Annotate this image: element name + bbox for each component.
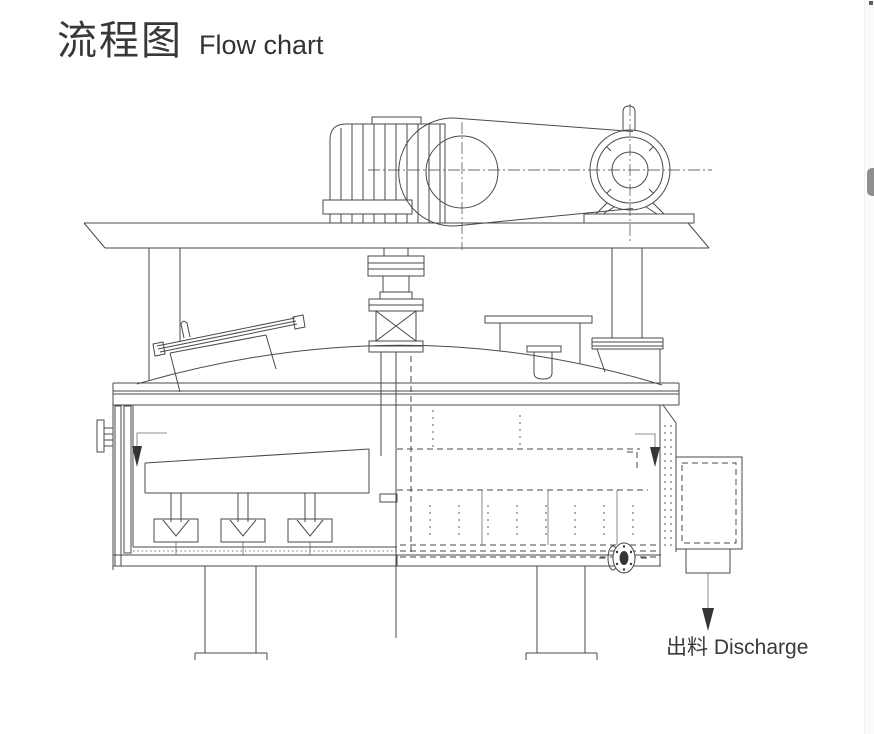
discharge-label: 出料 Discharge [666, 636, 809, 659]
scrollbar-thumb[interactable] [867, 168, 874, 196]
discharge-arrow [702, 608, 714, 631]
vessel-dome [136, 344, 663, 386]
discharge-chute [662, 404, 743, 631]
vessel-shell [112, 405, 672, 570]
plough-assembly [144, 448, 398, 555]
flow-arrows [132, 432, 660, 467]
vessel-flange [112, 382, 680, 406]
dome-bracket [484, 315, 593, 364]
side-nozzle [96, 419, 113, 453]
drive-motor [583, 105, 695, 224]
agitator-shaft-assembly [367, 248, 425, 638]
vent-nozzle [526, 345, 562, 380]
sight-glass [599, 542, 649, 574]
floor-legs [194, 566, 598, 660]
manhole-cover [152, 314, 306, 393]
page-title: 流程图 Flow chart [57, 8, 324, 66]
drive-platform [83, 222, 710, 249]
scrollbar-track[interactable] [864, 0, 874, 734]
platform-legs [148, 248, 643, 381]
centerlines [368, 104, 712, 250]
page-title-zh: 流程图 [57, 19, 183, 63]
hidden-detail [397, 410, 658, 558]
belt-guard [398, 117, 634, 227]
lifting-eye [622, 105, 636, 131]
feed-duct [591, 337, 664, 383]
window-corner-artifact [869, 1, 873, 5]
page-title-en: Flow chart [199, 30, 324, 60]
